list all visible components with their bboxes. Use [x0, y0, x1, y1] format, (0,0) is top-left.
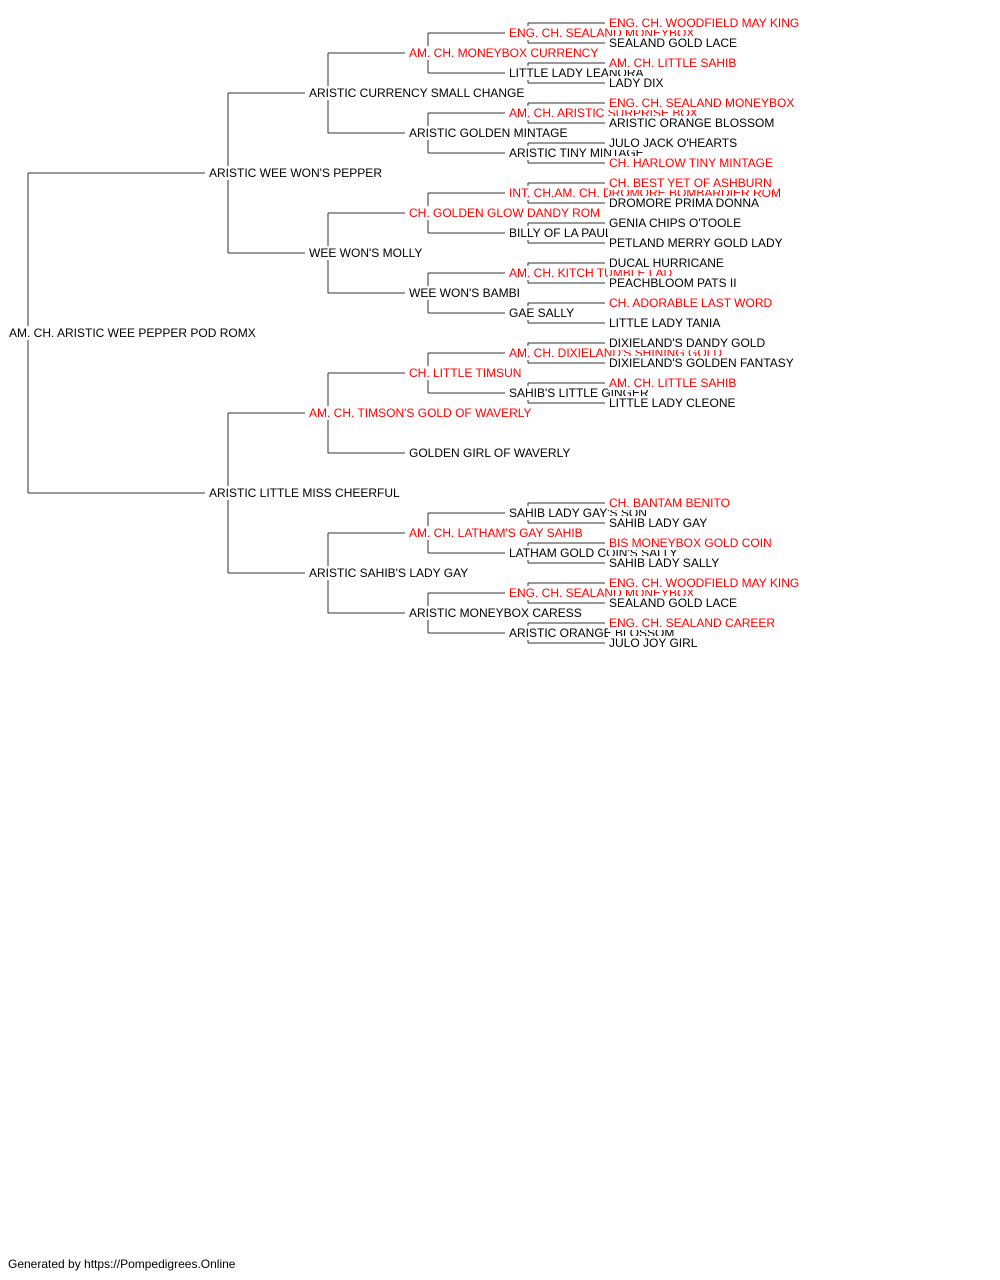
- ancestor-name: SAHIB LADY GAY: [608, 516, 709, 530]
- ancestor-name: ARISTIC GOLDEN MINTAGE: [408, 126, 569, 140]
- ancestor-name: LITTLE LADY CLEONE: [608, 396, 737, 410]
- ancestor-name: ARISTIC CURRENCY SMALL CHANGE: [308, 86, 526, 100]
- subject-dog-name: AM. CH. ARISTIC WEE PEPPER POD ROMX: [8, 326, 257, 340]
- ancestor-name: BIS MONEYBOX GOLD COIN: [608, 536, 773, 550]
- ancestor-name: CH. BEST YET OF ASHBURN: [608, 176, 773, 190]
- ancestor-name: LADY DIX: [608, 76, 665, 90]
- ancestor-name: ARISTIC WEE WON'S PEPPER: [208, 166, 383, 180]
- ancestor-name: DIXIELAND'S DANDY GOLD: [608, 336, 767, 350]
- ancestor-name: PEACHBLOOM PATS II: [608, 276, 738, 290]
- ancestor-name: SEALAND GOLD LACE: [608, 36, 739, 50]
- ancestor-name: DROMORE PRIMA DONNA: [608, 196, 761, 210]
- ancestor-name: DUCAL HURRICANE: [608, 256, 725, 270]
- ancestor-name: CH. HARLOW TINY MINTAGE: [608, 156, 775, 170]
- ancestor-name: LITTLE LADY TANIA: [608, 316, 722, 330]
- ancestor-name: WEE WON'S BAMBI: [408, 286, 521, 300]
- ancestor-name: ENG. CH. WOODFIELD MAY KING: [608, 16, 801, 30]
- ancestor-name: SEALAND GOLD LACE: [608, 596, 739, 610]
- ancestor-name: CH. ADORABLE LAST WORD: [608, 296, 774, 310]
- ancestor-name: AM. CH. TIMSON'S GOLD OF WAVERLY: [308, 406, 533, 420]
- ancestor-name: SAHIB LADY SALLY: [608, 556, 721, 570]
- ancestor-name: CH. BANTAM BENITO: [608, 496, 731, 510]
- ancestor-name: GENIA CHIPS O'TOOLE: [608, 216, 743, 230]
- ancestor-name: AM. CH. MONEYBOX CURRENCY: [408, 46, 600, 60]
- ancestor-name: JULO JOY GIRL: [608, 636, 699, 650]
- ancestor-name: WEE WON'S MOLLY: [308, 246, 424, 260]
- ancestor-name: PETLAND MERRY GOLD LADY: [608, 236, 784, 250]
- ancestor-name: ARISTIC SAHIB'S LADY GAY: [308, 566, 470, 580]
- ancestor-name: GAE SALLY: [508, 306, 576, 320]
- ancestor-name: GOLDEN GIRL OF WAVERLY: [408, 446, 572, 460]
- footer-credit: Generated by https://Pompedigrees.Online: [8, 1257, 236, 1271]
- ancestor-name: AM. CH. LITTLE SAHIB: [608, 56, 738, 70]
- ancestor-name: AM. CH. LATHAM'S GAY SAHIB: [408, 526, 584, 540]
- ancestor-name: BILLY OF LA PAUL: [508, 226, 613, 240]
- ancestor-name: ENG. CH. WOODFIELD MAY KING: [608, 576, 801, 590]
- ancestor-name: ARISTIC MONEYBOX CARESS: [408, 606, 583, 620]
- ancestor-name: ARISTIC ORANGE BLOSSOM: [608, 116, 776, 130]
- ancestor-name: CH. GOLDEN GLOW DANDY ROM: [408, 206, 602, 220]
- ancestor-name: JULO JACK O'HEARTS: [608, 136, 739, 150]
- ancestor-name: DIXIELAND'S GOLDEN FANTASY: [608, 356, 795, 370]
- ancestor-name: ENG. CH. SEALAND CAREER: [608, 616, 777, 630]
- ancestor-name: AM. CH. LITTLE SAHIB: [608, 376, 738, 390]
- ancestor-name: CH. LITTLE TIMSUN: [408, 366, 523, 380]
- ancestor-name: ARISTIC LITTLE MISS CHEERFUL: [208, 486, 401, 500]
- ancestor-name: ENG. CH. SEALAND MONEYBOX: [608, 96, 796, 110]
